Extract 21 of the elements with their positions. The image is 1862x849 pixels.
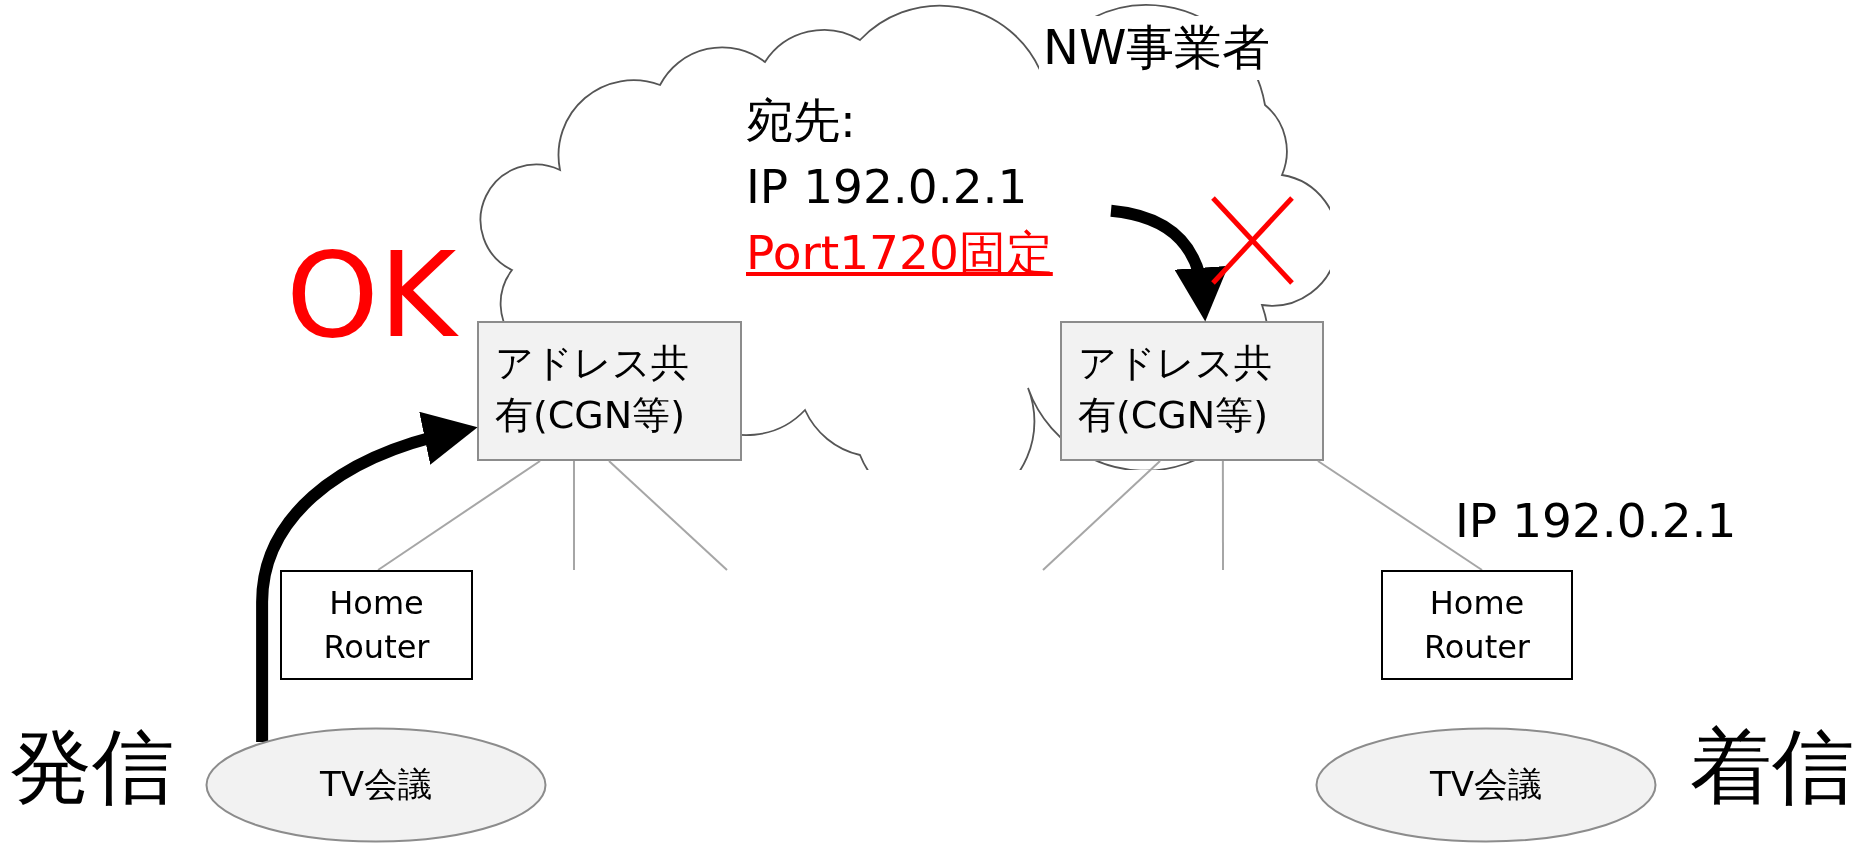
node-label: TV会議 [320, 763, 432, 806]
callee-label: 着信 [1690, 720, 1854, 815]
address-text: IP 192.0.2.1 [746, 158, 1028, 216]
node-label: TV会議 [1430, 763, 1542, 806]
arrow [1110, 204, 1227, 322]
caller-label: 発信 [10, 720, 174, 815]
status-label: OK [286, 228, 457, 364]
connector-line [1316, 460, 1483, 571]
connector-line [1221, 460, 1224, 571]
connector-line [377, 460, 542, 571]
connector-line [1042, 460, 1162, 571]
connector-line [573, 460, 575, 571]
address-text: 宛先: [746, 92, 856, 150]
process-box: アドレス共有(CGN等) [1060, 321, 1324, 461]
address-label: IP 192.0.2.1 [1455, 494, 1737, 549]
router-box: Home Router [1381, 570, 1573, 680]
link-text: Port1720固定 [746, 224, 1053, 282]
connector-line [607, 460, 728, 571]
process-box: アドレス共有(CGN等) [477, 321, 742, 461]
router-box: Home Router [280, 570, 473, 680]
arrow [256, 413, 478, 743]
